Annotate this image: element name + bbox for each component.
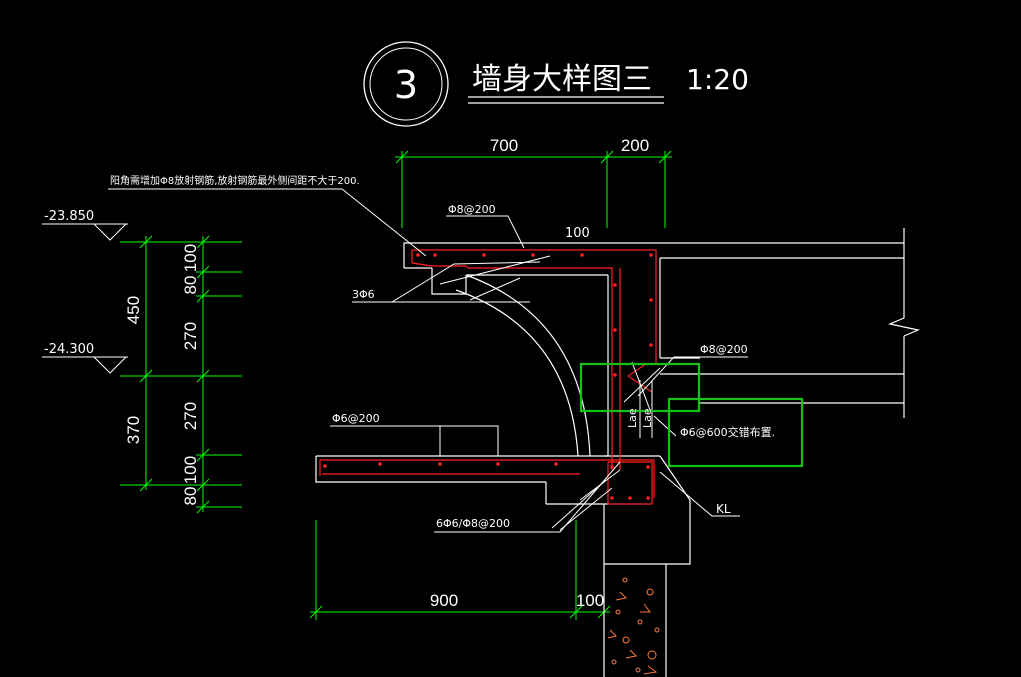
detail-number: 3 xyxy=(394,63,418,107)
label-bottom-bar: Φ6@200 xyxy=(332,412,380,425)
rebar-dots xyxy=(323,253,653,500)
title-block: 3 墙身大样图三 1:20 xyxy=(363,41,749,127)
highlight-box-1 xyxy=(579,362,701,413)
drawing-title: 墙身大样图三 xyxy=(472,62,652,97)
dim-370: 370 xyxy=(124,416,143,444)
rebar-lines xyxy=(319,249,657,505)
note-radial-bars: 阳角需增加Φ8放射钢筋,放射钢筋最外侧间距不大于200. xyxy=(110,174,360,187)
bottom-dimension-chain xyxy=(309,520,611,620)
dim-900: 900 xyxy=(430,591,458,610)
dim-100-a: 100 xyxy=(181,244,200,272)
elevation-label-2: -24.300 xyxy=(44,342,94,357)
dim-80-a: 80 xyxy=(181,276,200,295)
structure-outline xyxy=(315,228,920,677)
dim-700: 700 xyxy=(490,136,518,155)
leader-lines xyxy=(108,188,748,533)
elevation-label-1: -23.850 xyxy=(44,209,94,224)
label-kl: KL xyxy=(716,502,731,516)
drawing-scale: 1:20 xyxy=(686,63,749,96)
left-dimension-chain xyxy=(120,235,242,514)
label-side-bar: 3Φ6 xyxy=(352,288,375,301)
label-beam-bars: 6Φ6/Φ8@200 xyxy=(436,517,510,530)
dim-200: 200 xyxy=(621,136,649,155)
foundation-hatch xyxy=(607,577,660,675)
label-cross-bar: Φ6@600交错布置. xyxy=(680,425,775,439)
annotations: 阳角需增加Φ8放射钢筋,放射钢筋最外侧间距不大于200. Φ8@200 100 … xyxy=(110,174,775,530)
label-top-bar: Φ8@200 xyxy=(448,203,496,216)
elevation-marks: -23.850 -24.300 xyxy=(42,209,128,374)
highlight-box-2 xyxy=(667,397,804,468)
dim-100-bottom: 100 xyxy=(576,591,604,610)
dim-100-b: 100 xyxy=(181,456,200,484)
label-lae-1: Lae xyxy=(626,408,639,428)
dim-270-b: 270 xyxy=(181,402,200,430)
dim-80-b: 80 xyxy=(181,487,200,506)
label-wall-bar: Φ8@200 xyxy=(700,343,748,356)
detail-number-inner-circle xyxy=(369,47,443,121)
dim-450: 450 xyxy=(124,296,143,324)
label-lae-2: Lae xyxy=(641,408,654,428)
label-top-100: 100 xyxy=(565,226,590,241)
left-dimension-text: 450 370 100 80 270 270 100 80 xyxy=(124,244,200,506)
detail-number-circle xyxy=(363,41,449,127)
dim-270-a: 270 xyxy=(181,322,200,350)
top-dimension-chain xyxy=(395,150,672,228)
